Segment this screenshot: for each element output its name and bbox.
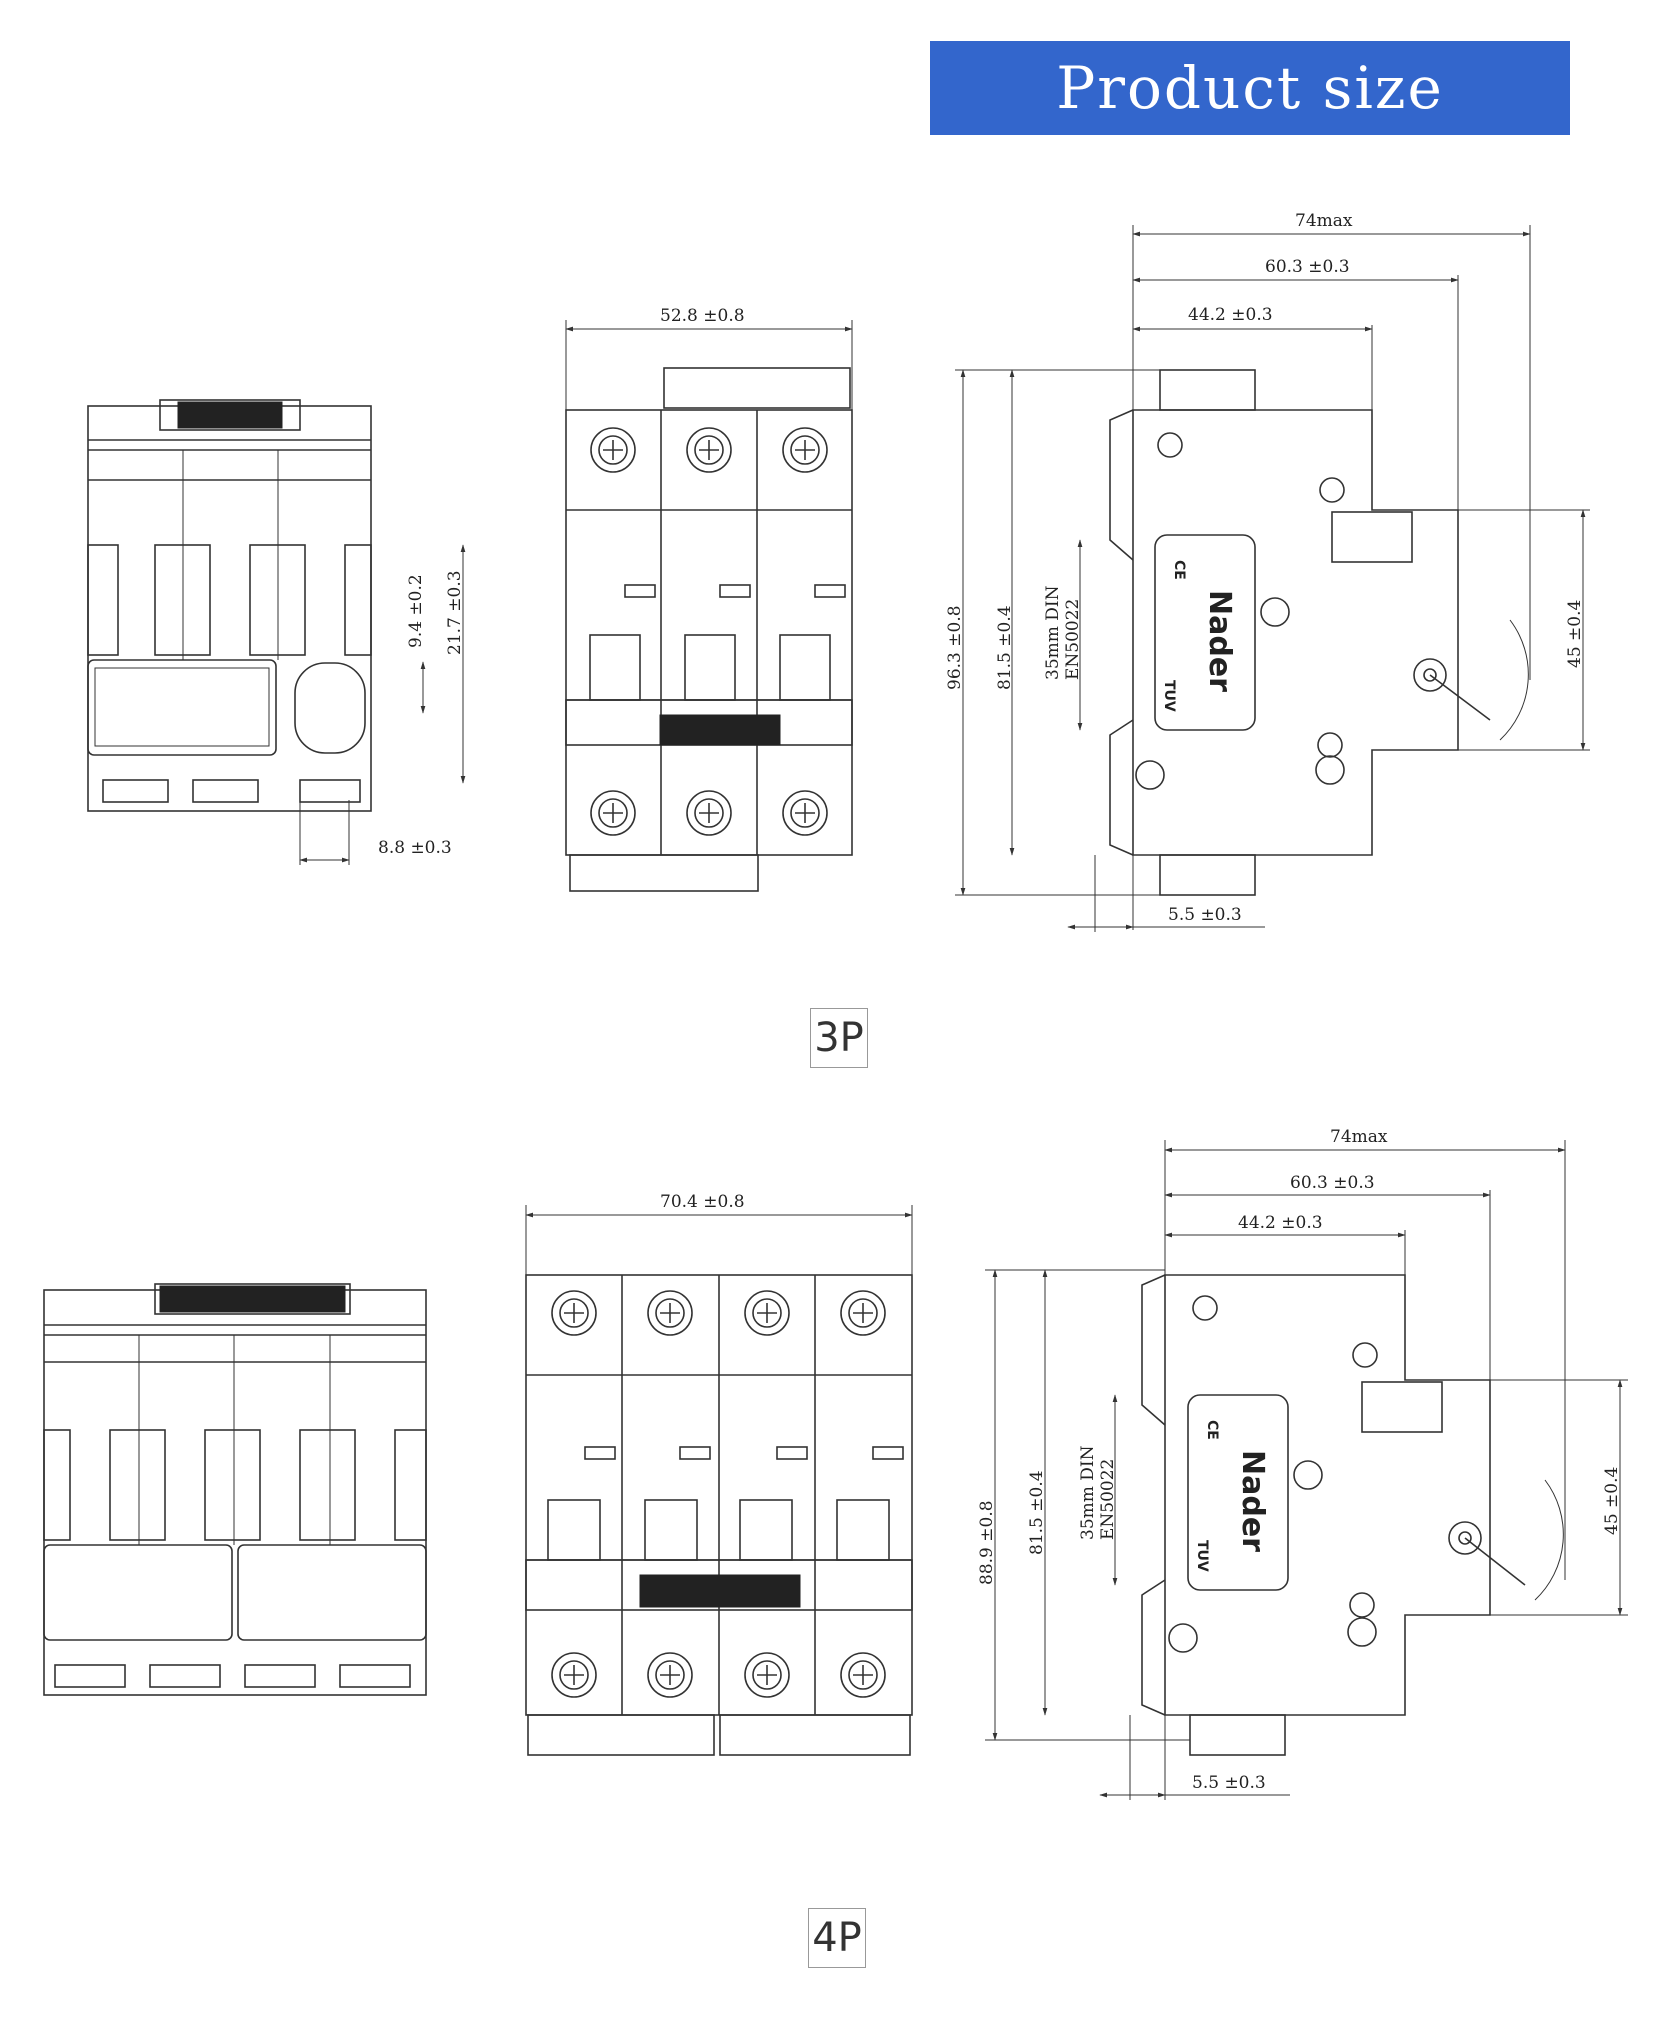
din-label-4p: 35mm DIN bbox=[1078, 1445, 1098, 1540]
dim-45: 45 ±0.4 bbox=[1565, 600, 1585, 668]
dim-52.8: 52.8 ±0.8 bbox=[660, 306, 745, 326]
top-view-3p: 9.4 ±0.2 21.7 ±0.3 8.8 ±0.3 bbox=[87, 399, 466, 865]
label-3p-text: 3P bbox=[814, 1015, 864, 1061]
din-label: 35mm DIN bbox=[1043, 585, 1063, 680]
dim-88.9: 88.9 ±0.8 bbox=[977, 1500, 997, 1585]
side-view-3p: 74max 60.3 ±0.3 44.2 ±0.3 96.3 ±0.8 81.5… bbox=[945, 211, 1590, 932]
dim-70.4: 70.4 ±0.8 bbox=[660, 1192, 745, 1212]
section-4p: 70.4 ±0.8 bbox=[43, 1127, 1628, 1800]
dim-5.5: 5.5 ±0.3 bbox=[1168, 905, 1242, 925]
dim-60.3-4p: 60.3 ±0.3 bbox=[1290, 1173, 1375, 1193]
dim-81.5-4p: 81.5 ±0.4 bbox=[1027, 1470, 1047, 1555]
side-view-4p: 74max 60.3 ±0.3 44.2 ±0.3 88.9 ±0.8 81.5… bbox=[977, 1127, 1628, 1800]
dim-74max-4p: 74max bbox=[1330, 1127, 1388, 1147]
din-standard: EN50022 bbox=[1063, 599, 1083, 680]
top-view-4p bbox=[43, 1283, 427, 1696]
dim-44.2-4p: 44.2 ±0.3 bbox=[1238, 1213, 1323, 1233]
front-view-4p: 70.4 ±0.8 bbox=[525, 1192, 913, 1756]
din-standard-4p: EN50022 bbox=[1098, 1459, 1118, 1540]
front-view-3p: 52.8 ±0.8 bbox=[565, 306, 853, 892]
label-4p-text: 4P bbox=[812, 1915, 862, 1961]
dim-74max: 74max bbox=[1295, 211, 1353, 231]
ce-mark: CE bbox=[1171, 560, 1187, 580]
tuv-mark: TUV bbox=[1161, 680, 1177, 712]
ce-mark-4p: CE bbox=[1204, 1420, 1220, 1440]
section-3p: 9.4 ±0.2 21.7 ±0.3 8.8 ±0.3 52.8 ±0.8 bbox=[87, 211, 1590, 932]
label-4p: 4P bbox=[808, 1908, 866, 1968]
brand-logo-4p: Nader bbox=[1235, 1450, 1270, 1552]
dim-60.3: 60.3 ±0.3 bbox=[1265, 257, 1350, 277]
brand-logo: Nader bbox=[1202, 590, 1237, 692]
title-banner: Product size bbox=[930, 41, 1570, 135]
dim-5.5-4p: 5.5 ±0.3 bbox=[1192, 1773, 1266, 1793]
dim-45-4p: 45 ±0.4 bbox=[1602, 1467, 1622, 1535]
dim-96.3: 96.3 ±0.8 bbox=[945, 605, 965, 690]
page-title: Product size bbox=[1056, 54, 1444, 122]
dim-44.2: 44.2 ±0.3 bbox=[1188, 305, 1273, 325]
dim-9.4: 9.4 ±0.2 bbox=[406, 574, 426, 648]
label-3p: 3P bbox=[810, 1008, 868, 1068]
dim-81.5: 81.5 ±0.4 bbox=[995, 605, 1015, 690]
tuv-mark-4p: TUV bbox=[1194, 1540, 1210, 1572]
dim-8.8: 8.8 ±0.3 bbox=[378, 838, 452, 858]
dim-21.7: 21.7 ±0.3 bbox=[445, 570, 465, 655]
